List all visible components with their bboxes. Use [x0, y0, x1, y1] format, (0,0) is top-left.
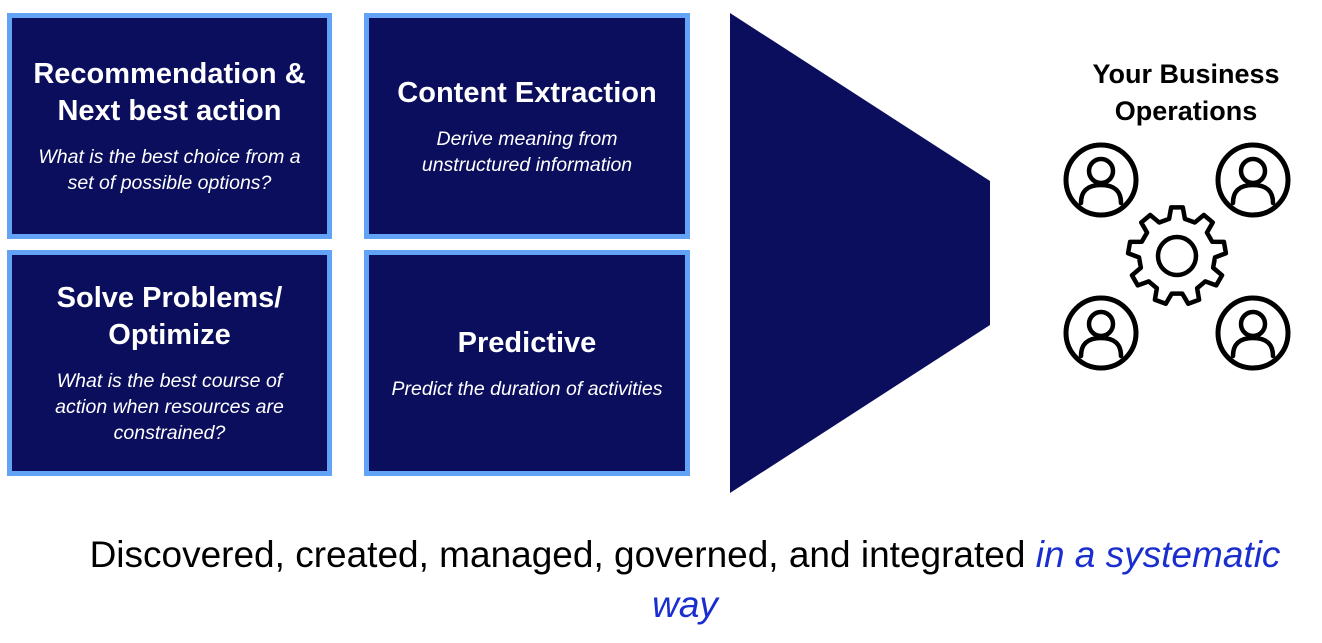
operations-title-line: Operations	[1114, 96, 1258, 126]
card-description: What is the best course of action when r…	[55, 370, 284, 444]
tagline-main: Discovered, created, managed, governed, …	[89, 534, 1036, 575]
funnel-polygon	[730, 13, 990, 493]
card-title-line: Predictive	[457, 326, 597, 359]
tagline-accent: in a systematic way	[652, 534, 1281, 625]
card-title: Predictive	[458, 325, 597, 362]
card-title-line: Solve Problems/	[56, 282, 283, 314]
card-content-extraction: Content Extraction Derive meaning from u…	[364, 13, 690, 239]
operations-graphic	[1055, 138, 1300, 378]
card-solve-problems: Solve Problems/ Optimize What is the bes…	[7, 250, 332, 476]
user-icon	[1218, 298, 1288, 368]
card-title-line: Recommendation &	[33, 58, 306, 90]
card-description: What is the best choice from a set of po…	[38, 146, 301, 194]
user-icon	[1218, 145, 1288, 215]
card-title: Solve Problems/ Optimize	[57, 280, 283, 354]
card-description: Predict the duration of activities	[391, 377, 663, 400]
card-title-line: Content Extraction	[397, 76, 657, 109]
funnel-arrow-shape	[730, 13, 990, 493]
card-description: Derive meaning from unstructured informa…	[421, 127, 633, 176]
card-title-line: Optimize	[108, 319, 231, 351]
operations-title-line: Your Business	[1092, 59, 1280, 89]
card-title: Content Extraction	[397, 75, 656, 112]
card-title: Recommendation & Next best action	[33, 56, 305, 130]
user-icon	[1066, 298, 1136, 368]
card-recommendation: Recommendation & Next best action What i…	[7, 13, 332, 239]
card-predictive: Predictive Predict the duration of activ…	[364, 250, 690, 476]
gear-icon	[1125, 205, 1229, 306]
user-icon	[1066, 145, 1136, 215]
card-title-line: Next best action	[57, 95, 282, 127]
tagline: Discovered, created, managed, governed, …	[60, 530, 1310, 630]
operations-title: Your Business Operations	[1050, 56, 1322, 130]
